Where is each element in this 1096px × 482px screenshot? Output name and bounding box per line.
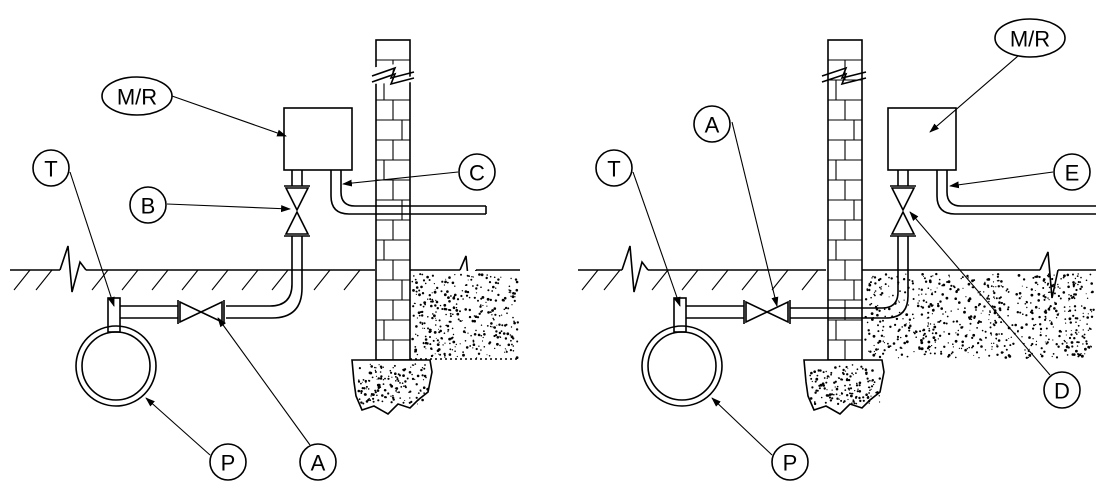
right-diagram: M/R A T E D P	[578, 18, 1096, 481]
leader-b-left	[166, 203, 291, 213]
leader-p-left	[145, 397, 211, 456]
main-pipe-right	[641, 325, 723, 407]
outlet-pipe-right	[936, 170, 1096, 215]
leader-mr-left	[171, 95, 287, 137]
label-t-right: T	[595, 149, 633, 187]
svg-text:D: D	[1054, 379, 1070, 404]
label-a-left: A	[299, 443, 337, 481]
svg-text:B: B	[141, 194, 156, 219]
label-mr-right: M/R	[994, 18, 1066, 58]
svg-text:P: P	[783, 451, 798, 476]
leader-d-right	[909, 211, 1051, 376]
valve-b-left	[284, 185, 310, 237]
svg-text:E: E	[1065, 161, 1080, 186]
leader-c-left	[342, 171, 459, 187]
label-mr-left: M/R	[101, 76, 173, 116]
svg-text:A: A	[311, 451, 326, 476]
svg-text:M/R: M/R	[117, 85, 157, 110]
brick-wall-left	[351, 39, 433, 415]
riser-pipe-left	[226, 170, 303, 319]
leader-a-right	[731, 121, 779, 307]
outlet-pipe-left	[330, 170, 486, 215]
meter-regulator-box-left	[283, 107, 353, 171]
meter-regulator-box-right	[887, 107, 957, 171]
brick-wall-right	[803, 39, 885, 415]
leader-p-right	[711, 397, 773, 456]
leader-a-left	[217, 317, 311, 446]
label-b-left: B	[129, 186, 167, 224]
valve-d-right	[890, 185, 916, 237]
label-c-left: C	[458, 153, 496, 191]
label-t-left: T	[32, 149, 70, 187]
svg-text:T: T	[607, 157, 620, 182]
leader-e-right	[949, 171, 1054, 189]
ground-surface-right	[578, 245, 1096, 299]
left-diagram: M/R T B C A P	[10, 39, 520, 481]
soil-fill-left	[410, 271, 520, 360]
leader-t-right	[632, 171, 681, 307]
svg-text:T: T	[44, 157, 57, 182]
svg-text:M/R: M/R	[1010, 27, 1050, 52]
svg-text:P: P	[221, 451, 236, 476]
riser-pipe-right	[790, 170, 909, 319]
main-pipe-left	[75, 325, 157, 407]
valve-a-left	[120, 300, 225, 324]
valve-a-right	[686, 300, 791, 324]
label-d-right: D	[1043, 371, 1081, 409]
svg-text:C: C	[469, 161, 485, 186]
leader-mr-right	[929, 55, 1019, 133]
label-p-left: P	[209, 443, 247, 481]
label-a-right: A	[693, 105, 731, 143]
label-e-right: E	[1053, 153, 1091, 191]
leader-t-left	[69, 171, 115, 307]
svg-text:A: A	[705, 113, 720, 138]
label-p-right: P	[771, 443, 809, 481]
